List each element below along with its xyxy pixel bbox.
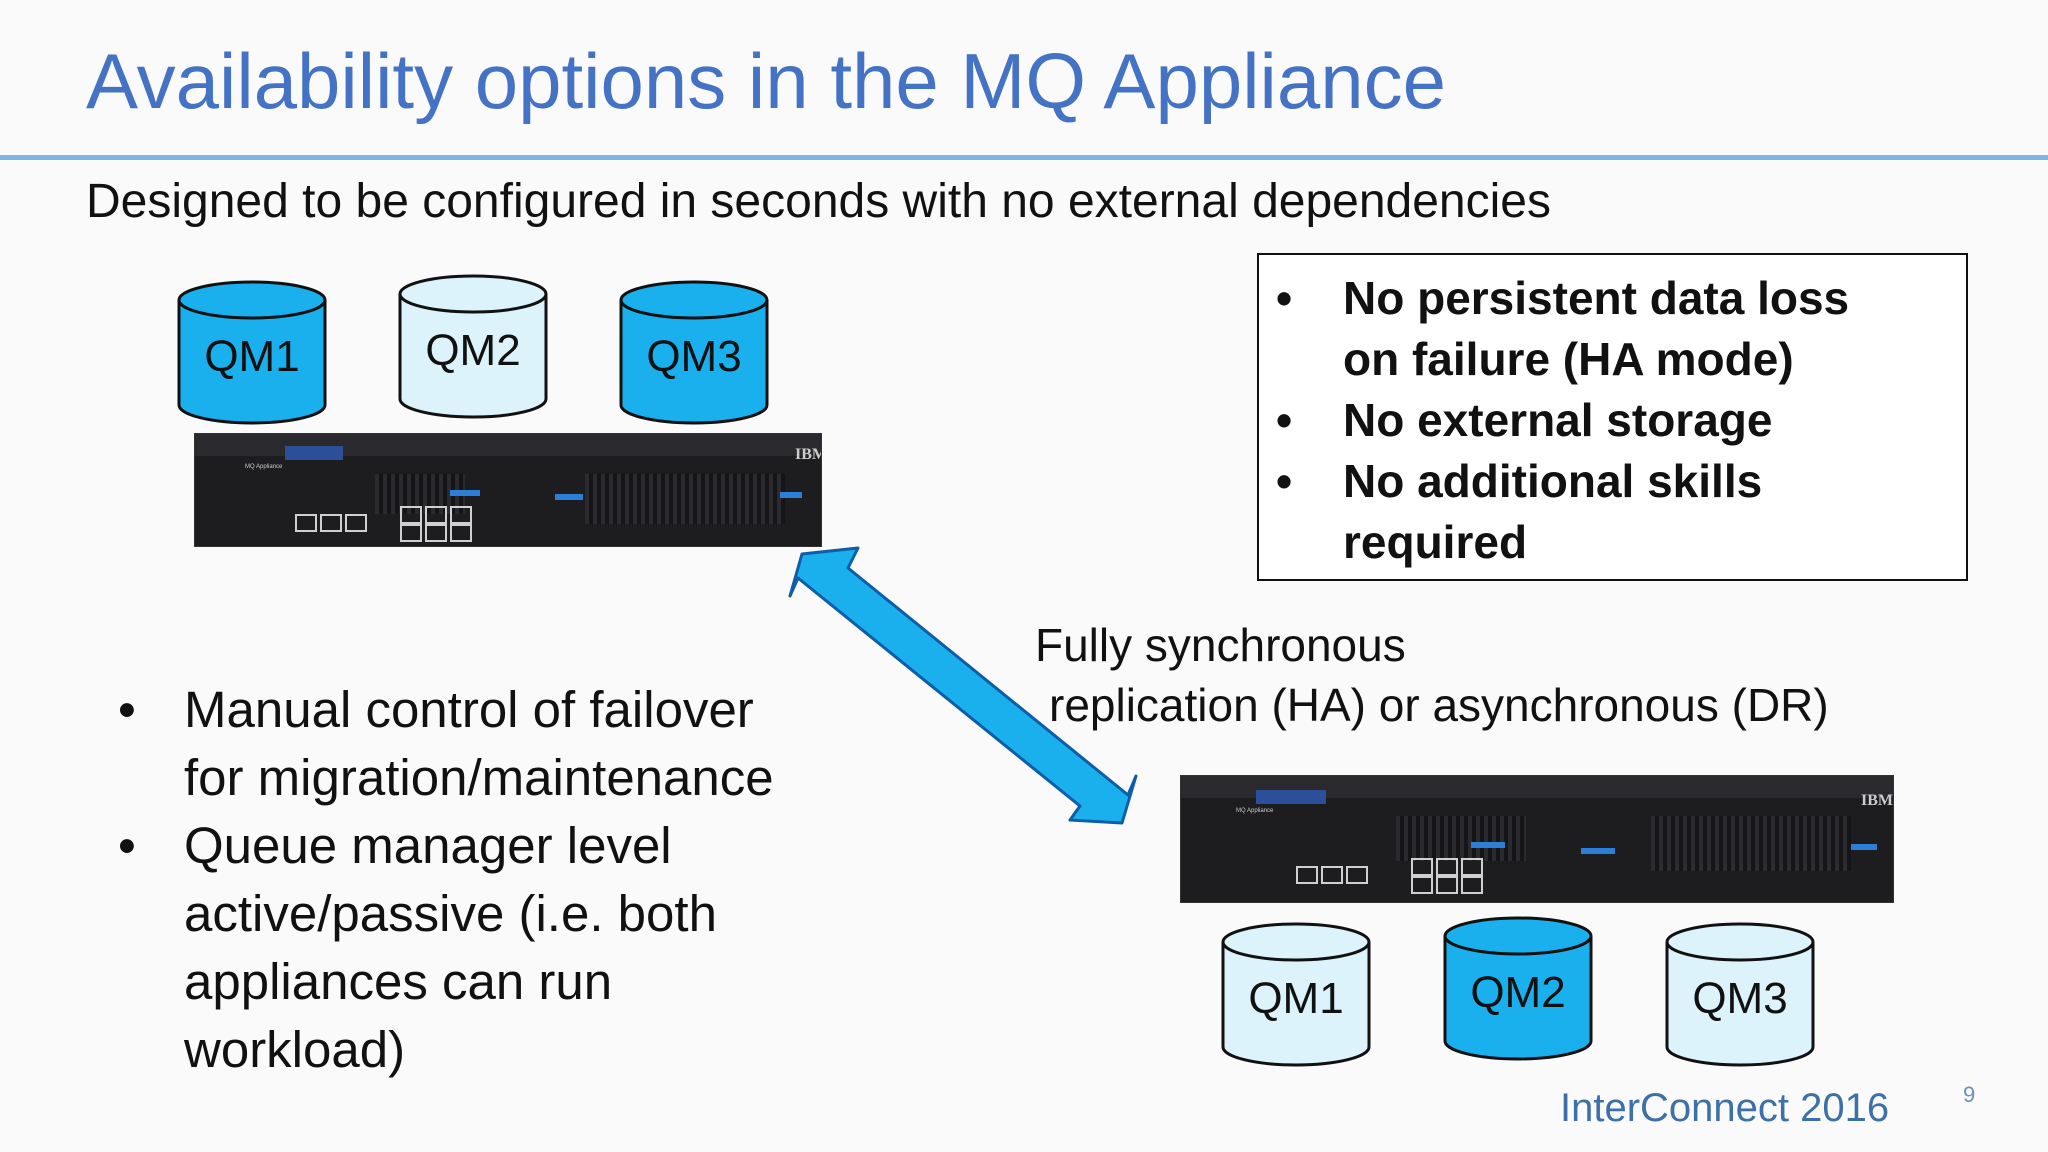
list-item: • No additional skills required [1276, 451, 1849, 573]
database-icon [1221, 922, 1371, 1067]
qm2-bottom-cylinder: QM2 [1443, 916, 1593, 1061]
benefit-line: No additional skills [1343, 455, 1763, 507]
benefit-line: No persistent data loss [1343, 272, 1850, 324]
qm-label: QM1 [204, 332, 300, 381]
replication-line-1: Fully synchronous [1035, 619, 1406, 671]
ibm-logo: IBM [1861, 792, 1893, 809]
database-icon [177, 280, 327, 425]
mq-appliance-bottom: MQ Appliance IBM [1180, 775, 1894, 903]
failover-line: active/passive (i.e. both [184, 885, 717, 942]
failover-line: Queue manager level [184, 817, 672, 874]
database-icon [1443, 916, 1593, 1061]
bullet: • [1276, 455, 1293, 507]
bullet: • [1276, 394, 1293, 446]
benefit-line: on failure (HA mode) [1343, 333, 1794, 385]
title-divider [0, 155, 2048, 160]
bullet: • [118, 681, 136, 738]
database-icon [619, 280, 769, 425]
appliance-model-label: MQ Appliance [1236, 808, 1274, 814]
benefits-list: • No persistent data loss on failure (HA… [1276, 268, 1849, 573]
qm3-bottom-cylinder: QM3 [1665, 922, 1815, 1067]
list-item: • Queue manager level active/passive (i.… [118, 812, 774, 1084]
benefits-box [1257, 253, 1968, 581]
mq-appliance-top: MQ Appliance IBM [194, 433, 822, 547]
qm2-top-cylinder: QM2 [398, 274, 548, 419]
qm-label: QM2 [425, 326, 521, 375]
qm-label: QM3 [1692, 974, 1788, 1023]
failover-line: workload) [184, 1021, 406, 1078]
ibm-logo: IBM [795, 446, 821, 463]
qm1-top-cylinder: QM1 [177, 280, 327, 425]
qm1-bottom-cylinder: QM1 [1221, 922, 1371, 1067]
benefit-line: No external storage [1343, 394, 1773, 446]
list-item: • No persistent data loss on failure (HA… [1276, 268, 1849, 390]
failover-list: • Manual control of failover for migrati… [118, 676, 774, 1084]
appliance-model-label: MQ Appliance [245, 464, 283, 470]
footer-brand: InterConnect 2016 [1560, 1086, 1890, 1130]
list-item: • Manual control of failover for migrati… [118, 676, 774, 812]
bullet: • [1276, 272, 1293, 324]
database-icon [1665, 922, 1815, 1067]
slide-subtitle: Designed to be configured in seconds wit… [86, 175, 1551, 228]
slide-title: Availability options in the MQ Appliance [86, 37, 1447, 125]
benefit-line: required [1343, 516, 1528, 568]
failover-line: appliances can run [184, 953, 613, 1010]
qm-label: QM1 [1248, 974, 1344, 1023]
replication-note: Fully synchronous replication (HA) or as… [1035, 615, 1829, 735]
page-number: 9 [1963, 1082, 1976, 1107]
database-icon [398, 274, 548, 419]
failover-line: Manual control of failover [184, 681, 754, 738]
qm-label: QM2 [1470, 968, 1566, 1017]
bullet: • [118, 817, 136, 874]
qm-label: QM3 [646, 332, 742, 381]
failover-line: for migration/maintenance [184, 749, 774, 806]
list-item: • No external storage [1276, 390, 1849, 451]
replication-line-2: replication (HA) or asynchronous (DR) [1049, 679, 1829, 731]
qm3-top-cylinder: QM3 [619, 280, 769, 425]
replication-arrow [788, 546, 1138, 825]
